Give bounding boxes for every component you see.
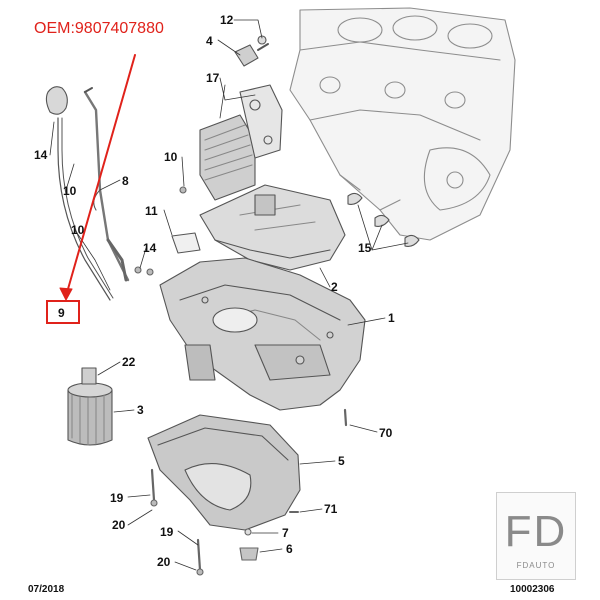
bolts <box>134 186 348 576</box>
callout-8: 8 <box>122 174 129 188</box>
logo-mark: FD <box>504 507 568 556</box>
fdauto-logo: FD FDAUTO <box>496 492 576 580</box>
callout-22: 22 <box>122 355 136 369</box>
callout-19: 19 <box>160 525 174 539</box>
callout-20: 20 <box>157 555 171 569</box>
callout-19: 19 <box>110 491 124 505</box>
lower-oil-pan <box>147 414 301 531</box>
dipstick-assembly <box>45 86 130 301</box>
callout-5: 5 <box>338 454 345 468</box>
logo-subtitle: FDAUTO <box>516 561 556 570</box>
callout-15: 15 <box>358 241 372 255</box>
callout-6: 6 <box>286 542 293 556</box>
pointer-arrowhead <box>59 287 73 301</box>
callout-14: 14 <box>143 241 157 255</box>
clips-15 <box>347 192 420 247</box>
callout-7: 7 <box>282 526 289 540</box>
callout-14: 14 <box>34 148 48 162</box>
callout-11: 11 <box>145 204 158 218</box>
callout-1: 1 <box>388 311 395 325</box>
upper-oil-pan <box>159 257 366 411</box>
part-9-highlight-box: 9 <box>46 300 80 324</box>
callout-10: 10 <box>164 150 178 164</box>
callout-12: 12 <box>220 13 234 27</box>
callout-10: 10 <box>71 223 85 237</box>
callout-2: 2 <box>331 280 338 294</box>
callout-4: 4 <box>206 34 213 48</box>
callout-17: 17 <box>206 71 220 85</box>
oem-label: OEM:9807407880 <box>34 20 164 37</box>
oil-cooler <box>199 84 283 201</box>
gasket-11 <box>171 232 201 254</box>
pointer-line <box>65 54 136 297</box>
callout-20: 20 <box>112 518 126 532</box>
diagram-date: 07/2018 <box>28 584 65 595</box>
callout-70: 70 <box>379 426 393 440</box>
callout-3: 3 <box>137 403 144 417</box>
callout-71: 71 <box>324 502 338 516</box>
engine-block <box>289 7 516 241</box>
callout-10: 10 <box>63 184 77 198</box>
sensor-4 <box>234 35 269 67</box>
callout-9: 9 <box>58 306 65 320</box>
diagram-reference: 10002306 <box>510 584 555 595</box>
oil-baffle <box>199 184 346 271</box>
oil-filter <box>67 367 113 446</box>
